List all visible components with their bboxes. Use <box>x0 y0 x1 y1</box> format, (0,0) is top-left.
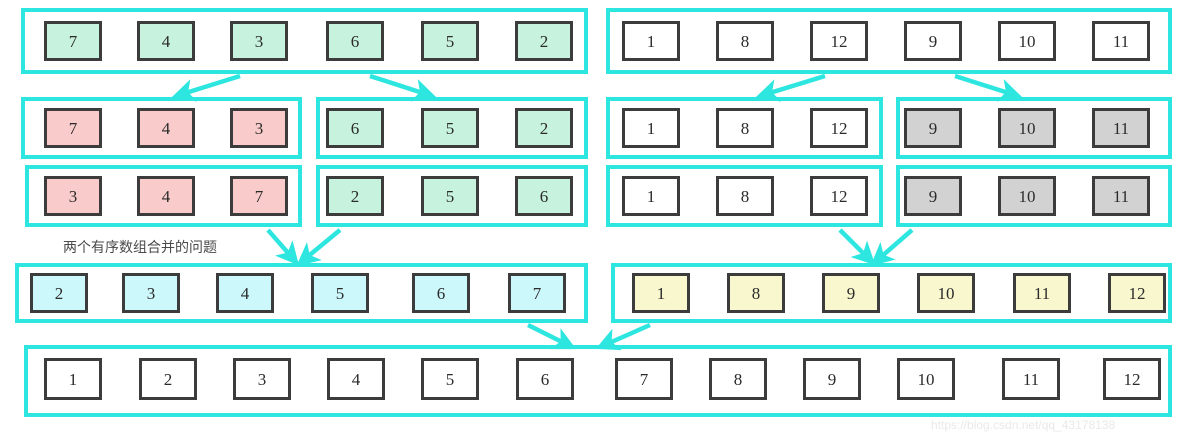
cell: 2 <box>139 358 197 400</box>
cell: 10 <box>897 358 955 400</box>
cell: 11 <box>1092 108 1150 148</box>
cell: 9 <box>904 176 962 216</box>
array-group-4-right <box>611 263 1172 323</box>
arrow-merge-left-b <box>296 228 342 266</box>
cell: 7 <box>44 21 102 61</box>
cell: 5 <box>421 176 479 216</box>
cell: 1 <box>622 108 680 148</box>
cell: 2 <box>30 273 88 313</box>
cell: 6 <box>516 358 574 400</box>
cell: 4 <box>137 21 195 61</box>
cell: 5 <box>311 273 369 313</box>
cell: 3 <box>230 21 288 61</box>
arrow-final-left <box>526 322 577 350</box>
cell: 12 <box>810 21 868 61</box>
cell: 8 <box>716 176 774 216</box>
cell: 12 <box>810 176 868 216</box>
cell: 7 <box>508 273 566 313</box>
cell: 9 <box>803 358 861 400</box>
cell: 6 <box>326 108 384 148</box>
caption-merge-two-sorted-arrays: 两个有序数组合并的问题 <box>63 240 217 256</box>
cell: 6 <box>326 21 384 61</box>
cell: 4 <box>327 358 385 400</box>
cell: 10 <box>998 21 1056 61</box>
arrow-split-2-right <box>954 73 1023 102</box>
cell: 3 <box>230 108 288 148</box>
arrow-merge-right-d <box>870 228 914 267</box>
cell: 6 <box>515 176 573 216</box>
cell: 8 <box>716 21 774 61</box>
cell: 3 <box>122 273 180 313</box>
cell: 7 <box>230 176 288 216</box>
cell: 5 <box>421 108 479 148</box>
cell: 6 <box>412 273 470 313</box>
cell: 12 <box>810 108 868 148</box>
cell: 4 <box>137 108 195 148</box>
cell: 2 <box>515 21 573 61</box>
cell: 1 <box>44 358 102 400</box>
array-group-1-right <box>606 8 1172 74</box>
cell: 4 <box>137 176 195 216</box>
cell: 8 <box>727 273 785 313</box>
cell: 8 <box>709 358 767 400</box>
cell: 11 <box>1002 358 1060 400</box>
cell: 3 <box>44 176 102 216</box>
cell: 5 <box>421 21 479 61</box>
arrow-final-right <box>595 322 651 351</box>
arrow-split-2-left <box>755 73 826 102</box>
cell: 9 <box>822 273 880 313</box>
cell: 7 <box>615 358 673 400</box>
cell: 3 <box>233 358 291 400</box>
cell: 1 <box>622 21 680 61</box>
cell: 4 <box>216 273 274 313</box>
cell: 11 <box>1092 21 1150 61</box>
cell: 8 <box>716 108 774 148</box>
cell: 9 <box>904 108 962 148</box>
cell: 11 <box>1013 273 1071 313</box>
cell: 1 <box>632 273 690 313</box>
cell: 11 <box>1092 176 1150 216</box>
cell: 10 <box>998 176 1056 216</box>
cell: 10 <box>917 273 975 313</box>
cell: 12 <box>1108 273 1166 313</box>
cell: 12 <box>1103 358 1161 400</box>
cell: 2 <box>326 176 384 216</box>
cell: 7 <box>44 108 102 148</box>
array-group-1-left <box>21 8 588 74</box>
arrow-merge-right-c <box>838 228 876 266</box>
cell: 5 <box>421 358 479 400</box>
array-group-4-left <box>15 263 588 323</box>
cell: 1 <box>622 176 680 216</box>
arrow-split-1-left <box>171 73 241 102</box>
cell: 9 <box>904 21 962 61</box>
watermark: https://blog.csdn.net/qq_43178138 <box>931 418 1116 432</box>
cell: 2 <box>515 108 573 148</box>
cell: 10 <box>998 108 1056 148</box>
arrow-merge-left-a <box>266 228 300 266</box>
arrow-split-1-right <box>369 73 437 102</box>
